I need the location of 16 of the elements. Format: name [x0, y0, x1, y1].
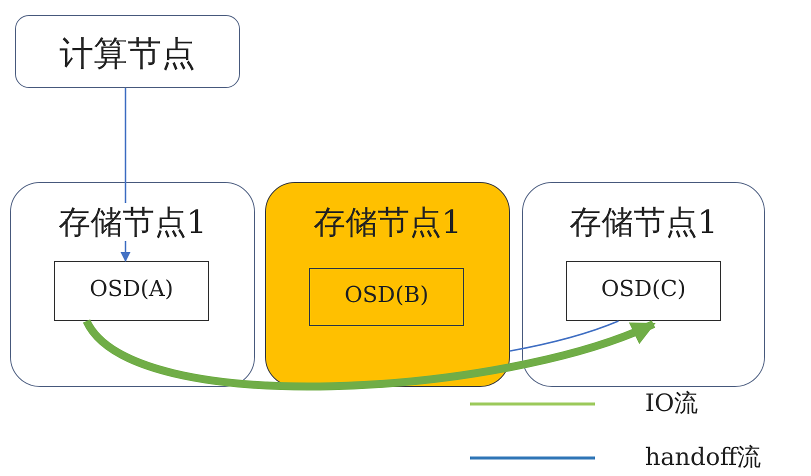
- osd-label: OSD(C): [601, 277, 686, 302]
- storage-node-box: [265, 182, 510, 387]
- compute-node-box: [15, 15, 240, 88]
- arrow: [120, 88, 130, 262]
- node-label: 计算节点: [60, 34, 196, 74]
- osd-box: [566, 261, 721, 321]
- osd-label: OSD(B): [344, 283, 429, 308]
- osd-label: OSD(A): [90, 277, 174, 302]
- osd-box: [54, 261, 209, 321]
- legend-label: IO流: [645, 388, 698, 419]
- storage-node-box: [10, 182, 255, 387]
- connector-line: [510, 320, 619, 352]
- legend-label: handoff流: [645, 442, 762, 473]
- curved-arrow: [83, 318, 656, 390]
- storage-node-box: [522, 182, 765, 387]
- osd-box: [309, 268, 464, 326]
